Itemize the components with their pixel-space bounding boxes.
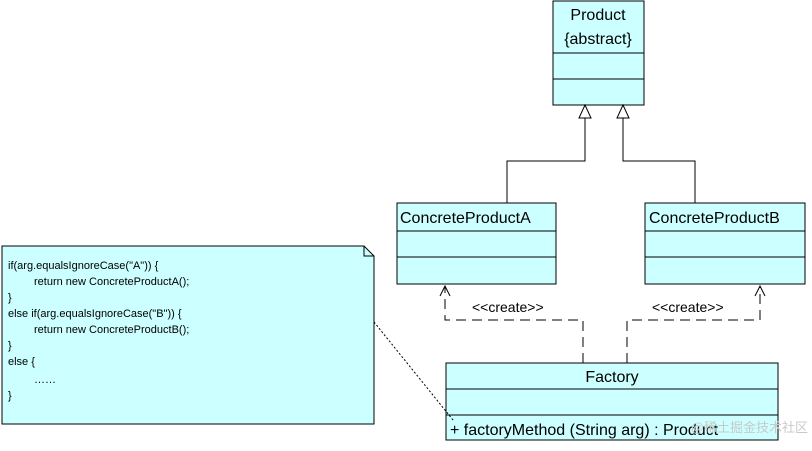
code-note-line: if(arg.equalsIgnoreCase("A")) { [8, 260, 159, 272]
class-factory-name: Factory [585, 369, 638, 386]
code-note-line: else if(arg.equalsIgnoreCase("B")) { [8, 308, 182, 320]
generalization-a-line [506, 118, 586, 203]
dependency-create-a: <<create>> [439, 284, 584, 363]
class-concrete-product-b-name: ConcreteProductB [649, 210, 780, 227]
code-note-line: …… [34, 374, 56, 386]
dependency-create-b-arrowhead [754, 284, 766, 297]
class-factory: Factory + factoryMethod (String arg) : P… [445, 362, 779, 441]
class-product: Product {abstract} [552, 0, 645, 106]
class-product-name: Product [570, 7, 626, 24]
generalization-b-line [622, 118, 696, 203]
generalization-a-arrowhead [578, 103, 592, 119]
code-note-line: else { [8, 356, 35, 368]
class-factory-box [445, 362, 779, 441]
class-factory-method: + factoryMethod (String arg) : Product [450, 422, 719, 439]
code-note-line: return new ConcreteProductB(); [34, 324, 189, 336]
dependency-create-a-arrowhead [439, 284, 451, 297]
class-concrete-product-b-box [644, 202, 806, 285]
note-anchor-line [373, 321, 454, 421]
dependency-create-b-line [626, 286, 761, 363]
code-note-body [1, 245, 375, 425]
dependency-create-a-label: <<create>> [472, 299, 544, 315]
class-concrete-product-a: ConcreteProductA [396, 202, 557, 285]
code-note-fold [363, 246, 374, 257]
code-note: if(arg.equalsIgnoreCase("A")) { return n… [1, 245, 375, 425]
code-note-line: } [8, 390, 12, 402]
dependency-create-a-line [444, 286, 584, 363]
class-concrete-product-a-name: ConcreteProductA [400, 210, 531, 227]
watermark-text: @稀土掘金技术社区 [691, 420, 808, 435]
class-concrete-product-b: ConcreteProductB [644, 202, 806, 285]
generalization-b-arrowhead [616, 103, 630, 119]
dependency-create-b: <<create>> [626, 284, 766, 363]
generalization-b-to-product [616, 103, 696, 203]
dependency-create-b-label: <<create>> [652, 299, 724, 315]
generalization-a-to-product [506, 103, 592, 203]
class-concrete-product-a-box [396, 202, 557, 285]
code-note-line: return new ConcreteProductA(); [34, 276, 189, 288]
code-note-line: } [8, 340, 12, 352]
code-note-line: } [8, 292, 12, 304]
class-product-stereotype: {abstract} [564, 31, 632, 48]
